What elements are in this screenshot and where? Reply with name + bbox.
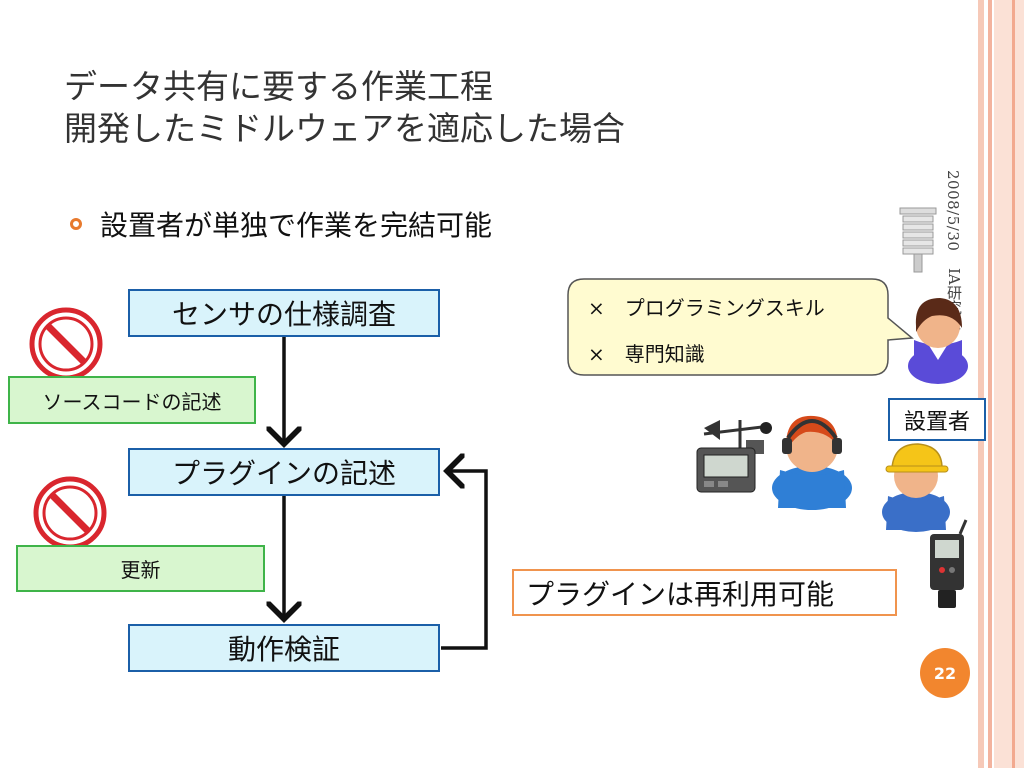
slide-date: 2008/5/30 — [944, 170, 962, 252]
radiation-shield-icon — [899, 207, 937, 273]
plugin-reusable-label: プラグインは再利用可能 — [512, 569, 897, 616]
page-number-badge: 22 — [920, 648, 970, 698]
person-headphones-icon — [772, 415, 852, 510]
worker-hardhat-icon — [882, 443, 950, 532]
person-female-icon — [908, 298, 968, 384]
bullet-dot-icon — [70, 218, 82, 230]
setter-label: 設置者 — [888, 398, 986, 441]
prohibited-icon — [29, 307, 103, 381]
bullet-text: 設置者が単独で作業を完結可能 — [100, 209, 493, 242]
handheld-meter-icon — [930, 519, 968, 608]
step-plugin-write: プラグインの記述 — [128, 448, 440, 496]
step-sensor-spec: センサの仕様調査 — [128, 289, 440, 337]
decor-stripe — [1012, 0, 1015, 768]
title-line-2: 開発したミドルウェアを適応した場合 — [64, 109, 625, 148]
decor-stripe — [994, 0, 1024, 768]
note-source-code: ソースコードの記述 — [8, 376, 256, 424]
callout-no-expertise: × 専門知識 — [588, 342, 705, 366]
prohibited-icon — [33, 476, 107, 550]
slide-title: データ共有に要する作業工程 開発したミドルウェアを適応した場合 — [64, 66, 625, 150]
callout-no-programming: × プログラミングスキル — [588, 296, 825, 320]
data-logger-icon — [696, 447, 756, 493]
bullet-item: 設置者が単独で作業を完結可能 — [70, 204, 492, 244]
decor-stripe — [988, 0, 992, 768]
note-update: 更新 — [16, 545, 265, 592]
step-verify: 動作検証 — [128, 624, 440, 672]
decor-stripe — [978, 0, 984, 768]
arrow-loop-back — [441, 471, 488, 650]
title-line-1: データ共有に要する作業工程 — [64, 67, 493, 106]
